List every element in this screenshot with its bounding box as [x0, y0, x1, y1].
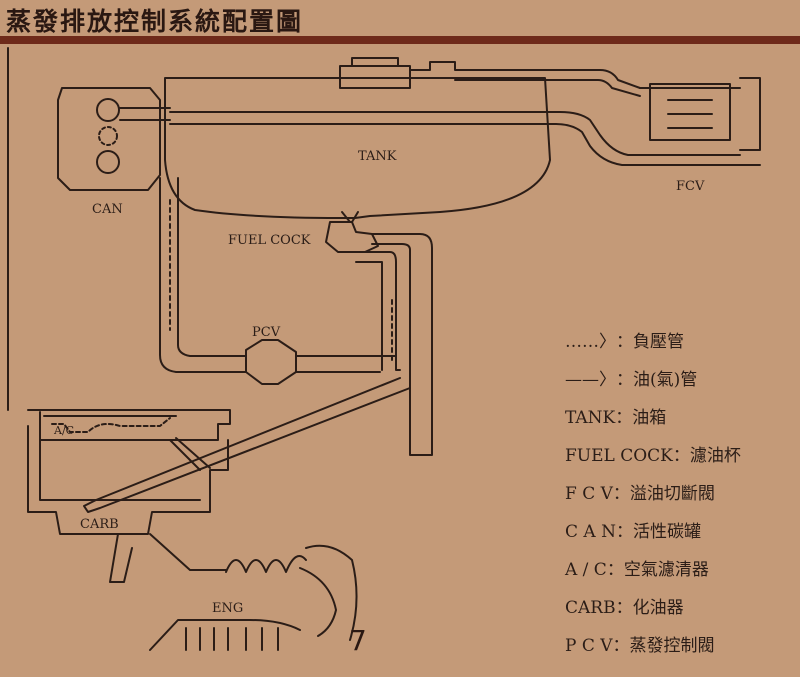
fuel-line-right [371, 233, 433, 456]
legend-separator: ： [615, 408, 633, 428]
legend-separator: ： [616, 332, 633, 352]
legend-row: TANK：油箱 [565, 399, 741, 437]
legend-meaning: 油箱 [632, 408, 667, 428]
page-number: 7 [349, 624, 367, 657]
legend-symbol: P C V [565, 636, 613, 656]
label-eng: ENG [212, 601, 243, 616]
legend-row: FUEL COCK：濾油杯 [565, 437, 741, 475]
label-tank: TANK [358, 149, 397, 164]
legend-separator: ： [615, 598, 633, 618]
legend-row: F C V：溢油切斷閥 [565, 475, 741, 513]
label-carb: CARB [80, 517, 119, 532]
label-pcv: PCV [252, 325, 281, 340]
carb-body [27, 425, 229, 535]
label-fuel-cock: FUEL COCK [228, 233, 311, 248]
label-fcv: FCV [676, 179, 705, 194]
fcv-body [649, 83, 731, 141]
pcv-body [245, 339, 297, 385]
legend-meaning: 空氣濾清器 [623, 560, 709, 580]
vent-line-top [409, 61, 641, 89]
page-title: 蒸發排放控制系統配置圖 [6, 7, 304, 36]
legend-symbol: CARB [565, 598, 616, 618]
engine-head [149, 619, 301, 651]
fuel-cock-body [325, 221, 379, 253]
legend-symbol: C A N [565, 522, 616, 542]
legend-meaning: 化油器 [632, 598, 684, 618]
legend-separator: ： [606, 560, 624, 580]
legend-meaning: 蒸發控制閥 [629, 636, 715, 656]
legend-meaning: 濾油杯 [689, 446, 741, 466]
legend-row: ……〉：負壓管 [565, 323, 741, 361]
legend-symbol: F C V [565, 484, 613, 504]
legend-meaning: 油(氣)管 [633, 370, 698, 390]
can-to-pcv-line [159, 177, 247, 373]
legend-row: C A N：活性碳罐 [565, 513, 741, 551]
label-ac: A/C [53, 424, 74, 437]
legend-row: P C V：蒸發控制閥 [565, 627, 741, 665]
legend-row: A / C：空氣濾清器 [565, 551, 741, 589]
legend-meaning: 溢油切斷閥 [629, 484, 715, 504]
tank-body [164, 77, 551, 219]
legend-separator: ： [615, 522, 633, 542]
legend-row: ——〉：油(氣)管 [565, 361, 741, 399]
legend-separator: ： [672, 446, 690, 466]
legend: ……〉：負壓管 ——〉：油(氣)管 TANK：油箱 FUEL COCK：濾油杯 … [565, 323, 741, 665]
legend-separator: ： [612, 484, 630, 504]
legend-symbol: ——〉 [565, 370, 616, 390]
intake-manifold [109, 533, 133, 583]
label-can: CAN [92, 202, 123, 217]
legend-separator: ： [616, 370, 633, 390]
legend-symbol: ……〉 [565, 332, 616, 352]
legend-meaning: 負壓管 [633, 332, 684, 352]
legend-separator: ： [612, 636, 630, 656]
legend-meaning: 活性碳罐 [632, 522, 701, 542]
title-rule [0, 36, 800, 44]
legend-symbol: FUEL COCK [565, 446, 673, 466]
legend-row: CARB：化油器 [565, 589, 741, 627]
fcv-return-line [169, 111, 741, 156]
legend-symbol: A / C [565, 560, 607, 580]
diagonal-line [83, 377, 411, 513]
can-body [57, 87, 161, 191]
legend-symbol: TANK [565, 408, 616, 428]
